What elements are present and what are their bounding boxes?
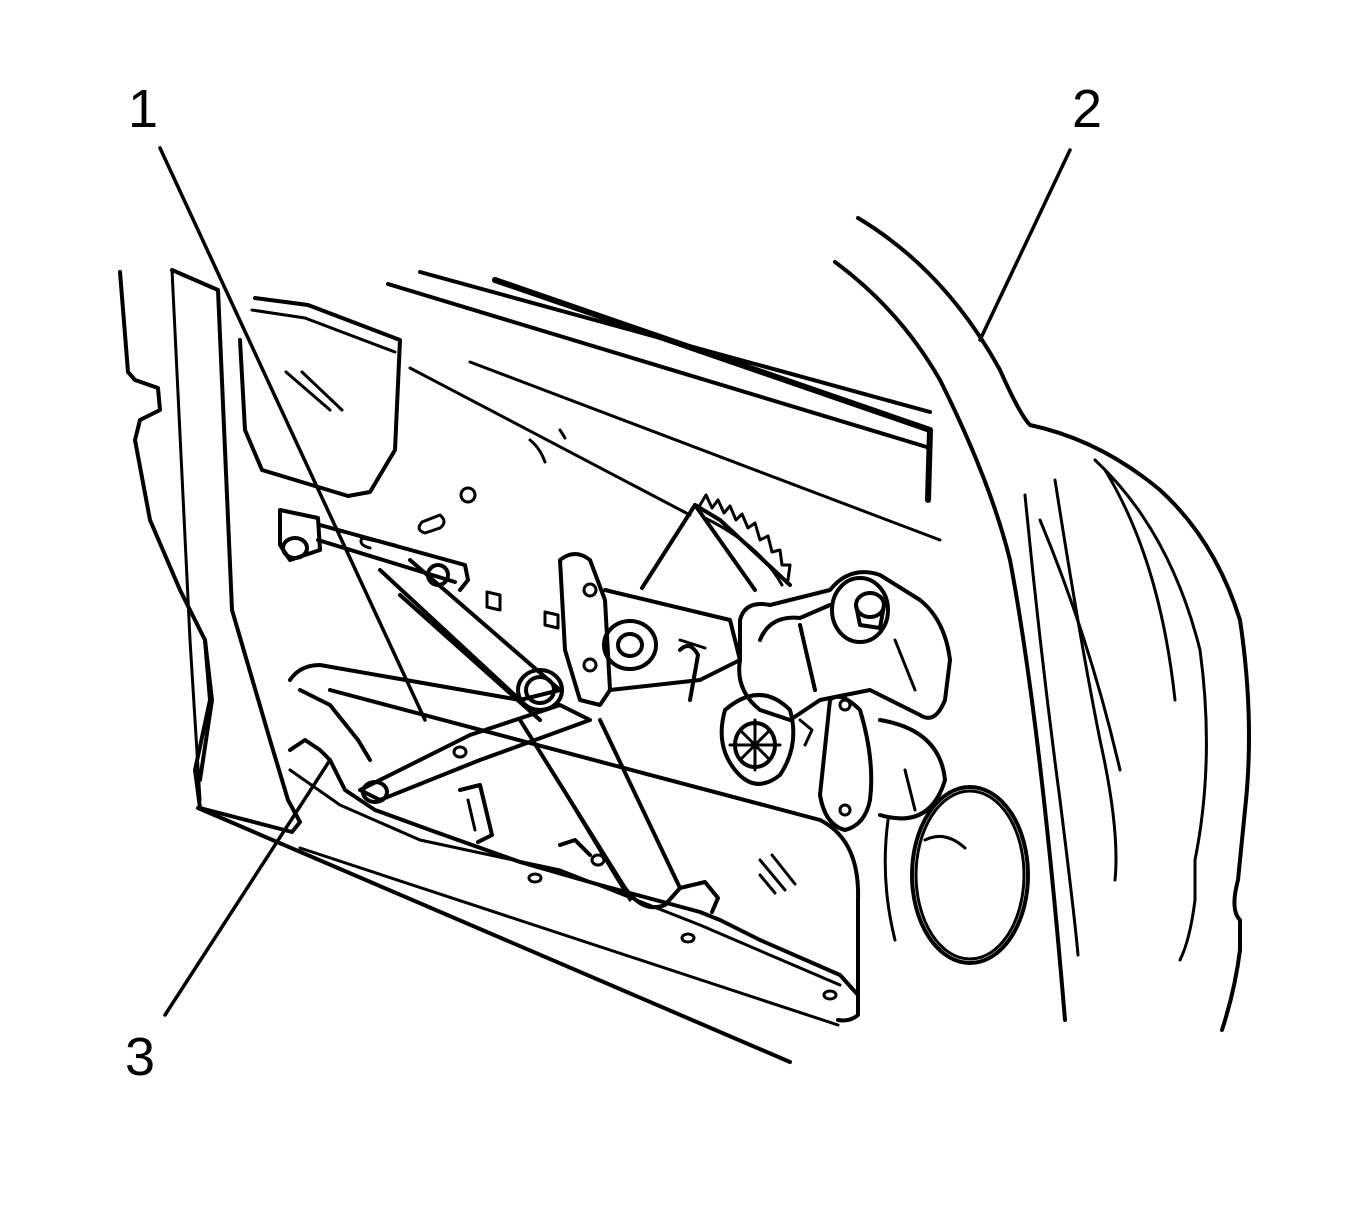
motor-mount-bracket <box>818 694 947 832</box>
regulator-arms <box>298 558 682 910</box>
callout-2: 2 <box>978 79 1102 342</box>
speaker-opening <box>883 785 1030 965</box>
callout-leader-2 <box>978 148 1072 342</box>
upper-guide-rail <box>278 508 470 592</box>
callout-leader-3 <box>163 758 332 1017</box>
callout-3: 3 <box>125 758 332 1087</box>
door-shell <box>118 268 840 1064</box>
door-frame-pillar <box>833 216 1251 1032</box>
lower-track <box>288 738 860 1001</box>
panel-holes <box>417 428 567 630</box>
callout-1: 1 <box>128 79 427 722</box>
window-glass-edges <box>386 270 942 542</box>
callout-label-2: 2 <box>1072 79 1102 139</box>
callout-label-1: 1 <box>128 79 158 139</box>
inner-panel-cutout <box>238 296 402 498</box>
window-motor <box>719 570 952 786</box>
callout-leader-1 <box>158 146 427 722</box>
window-glass-lower <box>288 663 861 1023</box>
sector-gear-assembly <box>558 493 792 707</box>
callout-label-3: 3 <box>125 1027 155 1087</box>
